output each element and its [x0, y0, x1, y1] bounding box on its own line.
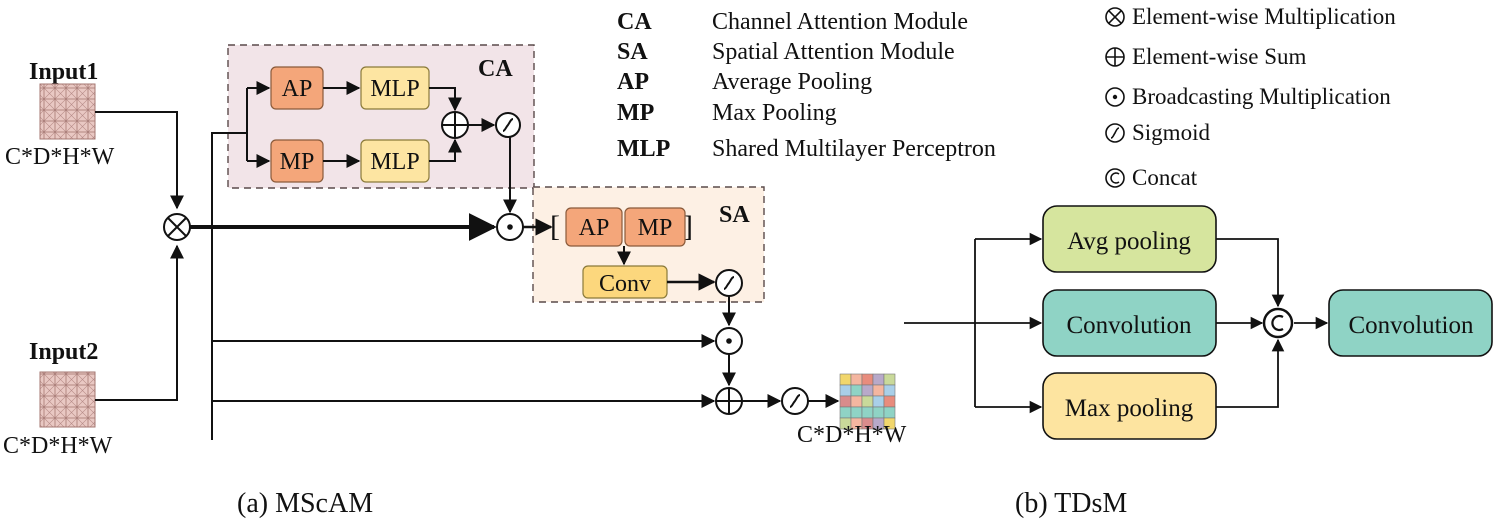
ca-connectors: [211, 81, 517, 440]
sa-module-label: SA: [719, 202, 750, 228]
ca-module-label: CA: [478, 56, 513, 82]
output-tensor-cell: [883, 395, 896, 408]
legend-desc-mp: Max Pooling: [712, 100, 837, 126]
output-dims: C*D*H*W: [797, 422, 907, 448]
input1-tensor-icon: [39, 83, 96, 140]
final-sigmoid-node: [781, 387, 809, 415]
output-tensor-cell: [872, 406, 885, 419]
sa-ap-block: [565, 207, 623, 247]
output-tensor-cell: [850, 406, 863, 419]
legend-symbol-dot-label: Broadcasting Multiplication: [1132, 84, 1391, 109]
broadcast-node-1: [496, 213, 524, 241]
ca-ap-label: AP: [282, 76, 313, 102]
legend-desc-ca: Channel Attention Module: [712, 9, 968, 35]
output-tensor-cell: [861, 373, 874, 386]
ca-sigmoid-node: [495, 112, 521, 138]
output-tensor-cell: [883, 406, 896, 419]
sa-right-bracket: ]: [683, 210, 693, 243]
avg-pooling-label: Avg pooling: [1067, 228, 1191, 255]
sa-ap-label: AP: [579, 215, 610, 241]
dot-icon: [1105, 87, 1125, 107]
output-tensor-cell: [850, 373, 863, 386]
output-tensor-cell: [850, 384, 863, 397]
sum-icon: [1105, 47, 1125, 67]
convolution-out-block: [1328, 289, 1493, 357]
input1-label: Input1: [29, 59, 98, 85]
legend-symbol-sigmoid-label: Sigmoid: [1132, 120, 1210, 145]
input2-dims: C*D*H*W: [3, 433, 113, 459]
legend-desc-mlp: Shared Multilayer Perceptron: [712, 136, 996, 162]
legend-abbr-mlp: MLP: [617, 136, 670, 162]
output-tensor-cell: [839, 373, 852, 386]
output-tensor-cell: [850, 395, 863, 408]
legend-abbr-mp: MP: [617, 100, 654, 126]
input2-label: Input2: [29, 339, 98, 365]
convolution-mid-label: Convolution: [1066, 312, 1192, 339]
legend-abbr-ca: CA: [617, 9, 652, 35]
broadcast-node-2: [715, 327, 743, 355]
max-pooling-label: Max pooling: [1065, 395, 1194, 422]
ca-sum-node: [441, 111, 469, 139]
output-tensor-icon: [839, 373, 896, 430]
legend-symbol-concat-label: Concat: [1132, 165, 1198, 190]
caption-tdsm: (b) TDsM: [1015, 488, 1127, 519]
legend-abbr-ap: AP: [617, 69, 649, 95]
legend-symbol-multiply-label: Element-wise Multiplication: [1132, 4, 1396, 29]
sa-mp-label: MP: [638, 215, 673, 241]
caption-mscam: (a) MScAM: [237, 488, 373, 519]
tdsm-connectors: [904, 232, 1329, 414]
concat-icon: [1105, 168, 1125, 188]
input1-dims: C*D*H*W: [5, 144, 115, 170]
output-tensor-cell: [883, 417, 896, 430]
output-tensor-cell: [839, 384, 852, 397]
output-tensor-cell: [839, 406, 852, 419]
legend-desc-sa: Spatial Attention Module: [712, 39, 955, 65]
output-tensor-cell: [883, 384, 896, 397]
sa-sigmoid-node: [715, 269, 743, 297]
legend-symbols: Element-wise Multiplication Element-wise…: [1105, 4, 1396, 190]
sa-left-bracket: [: [550, 210, 560, 243]
legend-symbol-sum-label: Element-wise Sum: [1132, 44, 1306, 69]
convolution-mid-block: [1042, 289, 1217, 357]
multiply-icon: [1105, 7, 1125, 27]
legend-abbreviations: CA Channel Attention Module SA Spatial A…: [617, 9, 996, 162]
multiply-node: [163, 213, 191, 241]
max-pooling-block: [1042, 372, 1217, 440]
input-connectors: [95, 111, 184, 401]
sigmoid-icon: [1105, 123, 1125, 143]
ca-mlp-bottom-label: MLP: [370, 149, 419, 175]
output-tensor-cell: [883, 373, 896, 386]
sa-conv-label: Conv: [599, 271, 651, 297]
output-tensor-cell: [872, 395, 885, 408]
ca-mlp-top-label: MLP: [370, 76, 419, 102]
output-tensor-cell: [861, 406, 874, 419]
output-tensor-cell: [872, 384, 885, 397]
legend-abbr-sa: SA: [617, 39, 648, 65]
output-tensor-cell: [861, 384, 874, 397]
legend-desc-ap: Average Pooling: [712, 69, 872, 95]
final-sum-node: [715, 387, 743, 415]
output-tensor-cell: [861, 395, 874, 408]
input2-tensor-icon: [39, 371, 96, 428]
concat-node: [1262, 307, 1294, 339]
output-tensor-cell: [839, 395, 852, 408]
output-tensor-cell: [872, 373, 885, 386]
sa-mp-block: [624, 207, 686, 247]
avg-pooling-block: [1042, 205, 1217, 273]
convolution-out-label: Convolution: [1348, 312, 1474, 339]
ca-mp-label: MP: [280, 149, 315, 175]
